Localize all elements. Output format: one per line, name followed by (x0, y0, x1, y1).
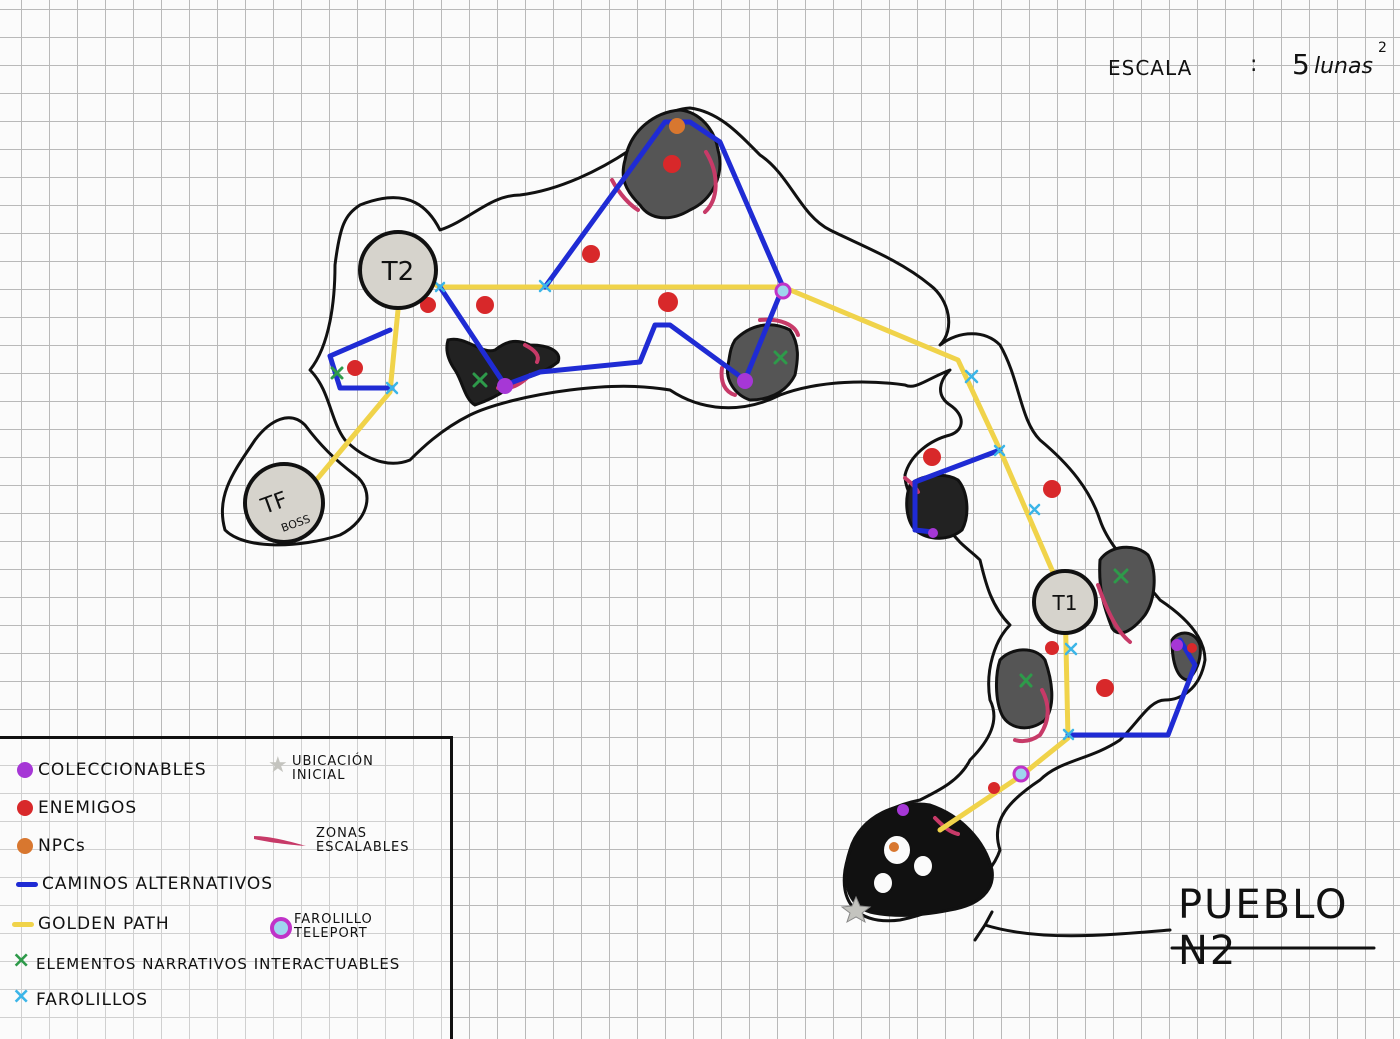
lantern-marker (964, 369, 979, 384)
npc-marker (889, 842, 899, 852)
enemy-marker (1187, 643, 1197, 653)
legend-item-enemies: ENEMIGOS (8, 797, 137, 819)
town-t1-label: T1 (1052, 591, 1078, 615)
legend-item-narrative: × ELEMENTOS NARRATIVOS INTERACTUABLES (6, 948, 401, 975)
collectible-marker (497, 378, 513, 394)
rock-areas (445, 108, 1202, 917)
legend-label: COLECCIONABLES (38, 760, 207, 780)
legend-label: GOLDEN PATH (38, 914, 170, 934)
enemy-marker (420, 297, 436, 313)
collectible-marker (1171, 639, 1183, 651)
legend-label: ELEMENTOS NARRATIVOS INTERACTUABLES (36, 955, 401, 973)
town-t2-label: T2 (381, 257, 414, 287)
map-scale: ESCALA : 5 lunas 2 (1108, 40, 1398, 86)
legend-item-alt-paths: CAMINOS ALTERNATIVOS (12, 873, 273, 895)
teleport-marker (1012, 765, 1030, 783)
narrative-elements (330, 350, 1129, 688)
lantern-marker (434, 281, 446, 293)
grey-star-icon: ★ (268, 753, 289, 778)
enemies (347, 155, 1197, 794)
legend-item-teleport: FAROLILLO TELEPORT (264, 913, 380, 941)
scale-unit: lunas (1314, 54, 1373, 79)
teleport-marker (774, 282, 792, 300)
legend-item-lanterns: × FAROLILLOS (6, 984, 149, 1011)
legend-label: ENEMIGOS (38, 798, 138, 818)
enemy-marker (988, 782, 1000, 794)
map-legend: COLECCIONABLES ENEMIGOS NPCs CAMINOS ALT… (0, 736, 453, 1039)
enemy-marker (663, 155, 681, 173)
legend-item-start: ★ UBICACIÓN INICIAL (262, 755, 392, 783)
legend-label: UBICACIÓN INICIAL (292, 754, 374, 783)
narrative-marker (1019, 673, 1033, 688)
legend-label: NPCs (38, 836, 86, 856)
legend-label: FAROLILLOS (36, 990, 149, 1010)
town-tf-boss[interactable]: TF BOSS (243, 462, 325, 544)
purple-dot-icon (17, 762, 33, 778)
narrative-marker (330, 366, 344, 380)
rock-east-upper (905, 473, 969, 540)
lantern-marker (1062, 728, 1075, 741)
enemy-marker (1045, 641, 1059, 655)
scale-exponent: 2 (1378, 40, 1387, 56)
collectibles (497, 373, 1183, 816)
narrative-marker (773, 350, 788, 365)
yellow-line-icon (12, 922, 34, 927)
lantern-marker (1064, 642, 1078, 656)
scale-value: 5 (1292, 48, 1310, 81)
lantern-marker (538, 279, 552, 293)
teleport-ring-icon (270, 917, 292, 939)
narrative-marker (472, 372, 488, 388)
legend-item-npcs: NPCs (8, 835, 86, 857)
lanterns (385, 279, 1078, 741)
lantern-marker (1028, 503, 1041, 516)
legend-item-climbable: ZONAS ESCALABLES (252, 826, 410, 855)
collectible-marker (897, 804, 909, 816)
enemy-marker (923, 448, 941, 466)
town-t2[interactable]: T2 (358, 230, 438, 310)
pueblo-label: PUEBLO N2 (1178, 882, 1349, 974)
enemy-marker (1043, 480, 1061, 498)
legend-item-golden-path: GOLDEN PATH (8, 913, 170, 935)
town-t1[interactable]: T1 (1032, 569, 1098, 635)
rock-east-right (1098, 545, 1156, 635)
lantern-marker (993, 444, 1006, 457)
teleport-lanterns (774, 282, 1030, 783)
legend-label: FAROLILLO TELEPORT (294, 912, 373, 941)
npc-marker (669, 118, 685, 134)
legend-item-collectibles: COLECCIONABLES (8, 759, 207, 781)
red-dot-icon (17, 800, 33, 816)
orange-dot-icon (17, 838, 33, 854)
scale-label: ESCALA (1108, 56, 1193, 80)
cyan-x-icon: × (12, 984, 32, 1009)
scale-separator: : (1250, 52, 1258, 77)
collectible-marker (737, 373, 753, 389)
legend-label: ZONAS ESCALABLES (316, 826, 410, 855)
green-x-icon: × (12, 948, 32, 973)
crimson-stroke-icon (254, 836, 306, 846)
npcs (669, 118, 899, 852)
start-star-icon (840, 895, 872, 924)
collectible-marker (928, 528, 938, 538)
enemy-marker (582, 245, 600, 263)
lantern-marker (385, 381, 399, 395)
enemy-marker (347, 360, 363, 376)
enemy-marker (658, 292, 678, 312)
narrative-marker (1113, 568, 1129, 584)
pueblo-arrow (973, 910, 1376, 950)
legend-label: CAMINOS ALTERNATIVOS (42, 874, 274, 894)
blue-line-icon (16, 882, 38, 887)
enemy-marker (1096, 679, 1114, 697)
enemy-marker (476, 296, 494, 314)
